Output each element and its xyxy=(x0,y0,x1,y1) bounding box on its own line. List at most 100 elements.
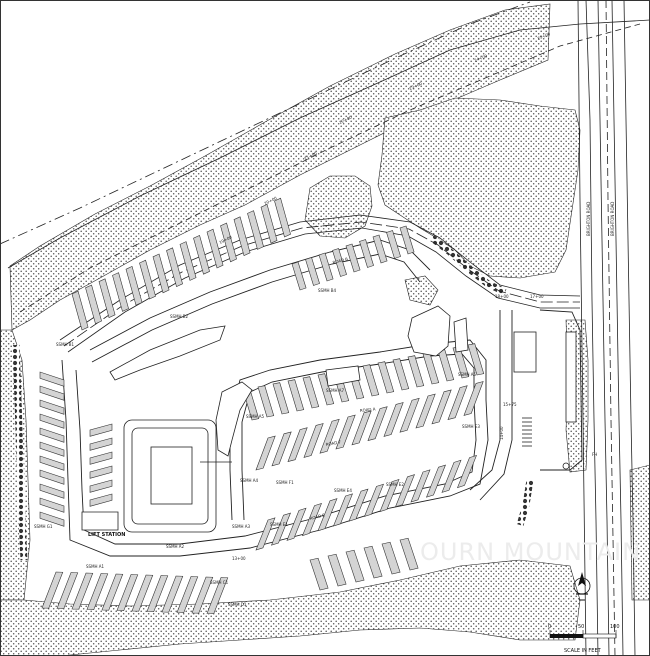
parking-stall xyxy=(318,252,334,282)
parking-stall xyxy=(89,479,113,493)
parking-stall xyxy=(392,358,410,391)
label-sta-24: 24+00 xyxy=(474,53,489,63)
hatch-south-slope xyxy=(0,559,581,656)
label-sta-17: 17+00 xyxy=(530,294,544,299)
parking-stall xyxy=(302,376,320,409)
east-stripes xyxy=(522,417,570,470)
loop-outer xyxy=(61,339,489,557)
label-ssmh-e4: SSMH E4 xyxy=(334,488,352,493)
label-ssmh-c1: SSMH C1 xyxy=(210,580,229,585)
parking-stall xyxy=(89,451,113,465)
parking-stall xyxy=(257,385,275,418)
access-edge-b xyxy=(67,227,580,353)
parking-stall xyxy=(161,575,184,613)
label-sta-19: 19+00 xyxy=(218,234,233,245)
label-ssmh-a6: SSMH A6 xyxy=(458,372,477,377)
scale-tick-50: 50 xyxy=(578,624,584,630)
label-ssmh-a5: SSMH A5 xyxy=(246,414,265,419)
label-ssmh-f1: SSMH F1 xyxy=(276,480,294,485)
island-east xyxy=(407,305,451,357)
label-road-f: ROAD F xyxy=(325,439,342,447)
box-east xyxy=(513,331,537,373)
plan-labels: 25+00 24+00 23+00 22+00 21+00 20+00 19+0… xyxy=(34,31,615,607)
parking-stall xyxy=(39,497,65,513)
parking-stall xyxy=(335,414,356,450)
parking-stall xyxy=(441,459,462,493)
road-edge-4 xyxy=(623,0,636,656)
east-loop-2 xyxy=(479,310,513,501)
riprap-east xyxy=(516,479,534,527)
label-sta-1575: 15+75 xyxy=(503,402,517,407)
main-road xyxy=(577,0,636,656)
hatch-upper-blob xyxy=(304,175,373,239)
parking-stall xyxy=(399,397,420,433)
parking-stall xyxy=(332,248,347,277)
label-ssmh-d1: SSMH D1 xyxy=(228,602,247,607)
parking-stall xyxy=(410,469,431,503)
parking-stall xyxy=(39,483,65,499)
parking-stall xyxy=(56,572,79,610)
label-ssmh-e3: SSMH E3 xyxy=(462,424,480,429)
parking-stall xyxy=(146,575,169,613)
upper-road-inner xyxy=(91,253,421,363)
label-sta-21: 21+00 xyxy=(303,150,318,161)
parking-stall xyxy=(301,502,322,537)
parking-stall xyxy=(39,371,65,387)
parking-stall xyxy=(89,437,113,451)
parking-stall xyxy=(287,427,308,463)
riprap-northeast xyxy=(429,235,507,296)
parking-stall xyxy=(260,203,278,244)
parking-stall xyxy=(437,349,455,382)
parking-stall xyxy=(431,389,452,425)
label-sta-14: 14+00 xyxy=(499,426,504,440)
parking-stall xyxy=(271,431,292,467)
lift-station-pad xyxy=(81,511,119,531)
label-ssmh-b2: SSMH B2 xyxy=(170,314,189,319)
label-sta-25: 25+00 xyxy=(537,31,552,41)
parking-stall xyxy=(179,241,197,281)
parking-stall xyxy=(176,576,199,614)
label-road-b: ROAD B xyxy=(332,256,349,265)
parking-stall xyxy=(305,257,320,286)
east-loop-3 xyxy=(539,309,583,471)
road-edge-3 xyxy=(611,0,624,656)
parking-stall xyxy=(89,493,113,507)
label-ssmh-b4: SSMH B4 xyxy=(318,288,337,293)
north-arrow-icon xyxy=(573,572,591,601)
parking-stall xyxy=(272,382,290,415)
parking-stall xyxy=(131,574,154,612)
parking-stall xyxy=(317,373,335,406)
parking-stall xyxy=(39,441,65,457)
parking-stall xyxy=(407,355,425,388)
label-road-a: ROAD A xyxy=(360,406,376,413)
parking-stall xyxy=(422,352,440,385)
parking-stall xyxy=(351,410,372,446)
parking-stall xyxy=(39,455,65,471)
label-sta-23: 23+00 xyxy=(408,81,423,91)
label-ssmh-b1: SSMH B1 xyxy=(56,342,75,347)
parking-stall xyxy=(139,259,156,300)
label-sta-20: 20+00 xyxy=(263,195,278,206)
parking-stall xyxy=(206,577,229,615)
parking-stall xyxy=(399,225,415,255)
parking-stall xyxy=(399,537,419,571)
parking-stall xyxy=(39,427,65,443)
parking-stall xyxy=(381,541,401,575)
parking-stall xyxy=(85,284,102,325)
parking-stall xyxy=(363,483,384,517)
label-ssmh-a2: SSMH A2 xyxy=(166,544,185,549)
label-main-road-2: BRIGHTON ROAD xyxy=(610,202,615,236)
boundary-dashed-1 xyxy=(0,1,531,245)
box-east-2 xyxy=(565,331,577,423)
road-edge-2 xyxy=(597,0,610,656)
parking-stall xyxy=(191,576,214,614)
parking-stall xyxy=(166,247,183,288)
parking-stall xyxy=(71,572,94,610)
upper-road xyxy=(89,239,431,351)
parking-stall xyxy=(394,474,415,508)
parking-stall xyxy=(425,464,446,498)
label-ssmh-a7: SSMH A7 xyxy=(326,388,345,393)
loop-road xyxy=(61,239,583,557)
parking-stall xyxy=(101,573,124,611)
